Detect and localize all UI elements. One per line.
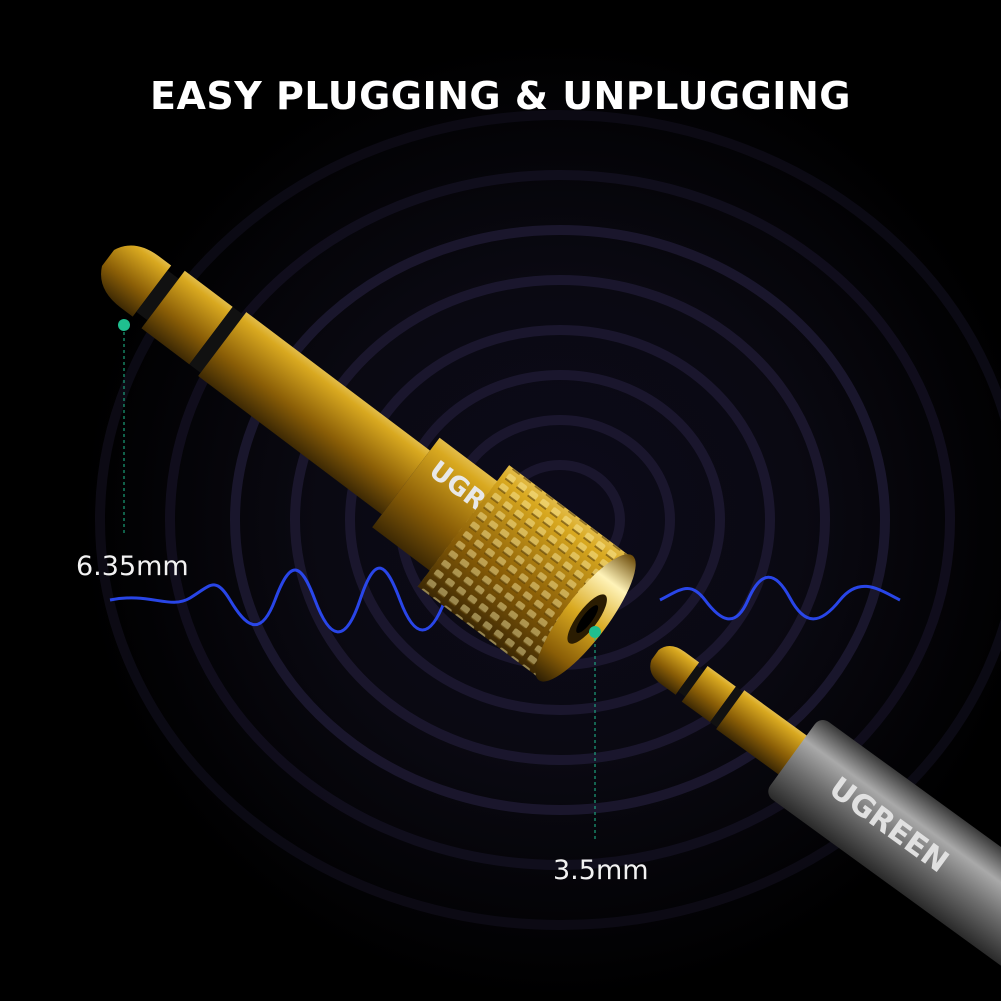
size-markers — [118, 319, 601, 840]
label-6-35mm: 6.35mm — [76, 551, 189, 582]
adapter-6-35mm: UGR — [101, 245, 636, 682]
headline: EASY PLUGGING & UNPLUGGING — [150, 74, 851, 118]
marker-dot-large — [118, 319, 130, 331]
plug-tip — [101, 245, 172, 317]
cable-housing — [768, 720, 1001, 1001]
label-3-5mm: 3.5mm — [553, 855, 649, 886]
marker-dot-small — [589, 626, 601, 638]
sound-wave — [109, 566, 901, 634]
